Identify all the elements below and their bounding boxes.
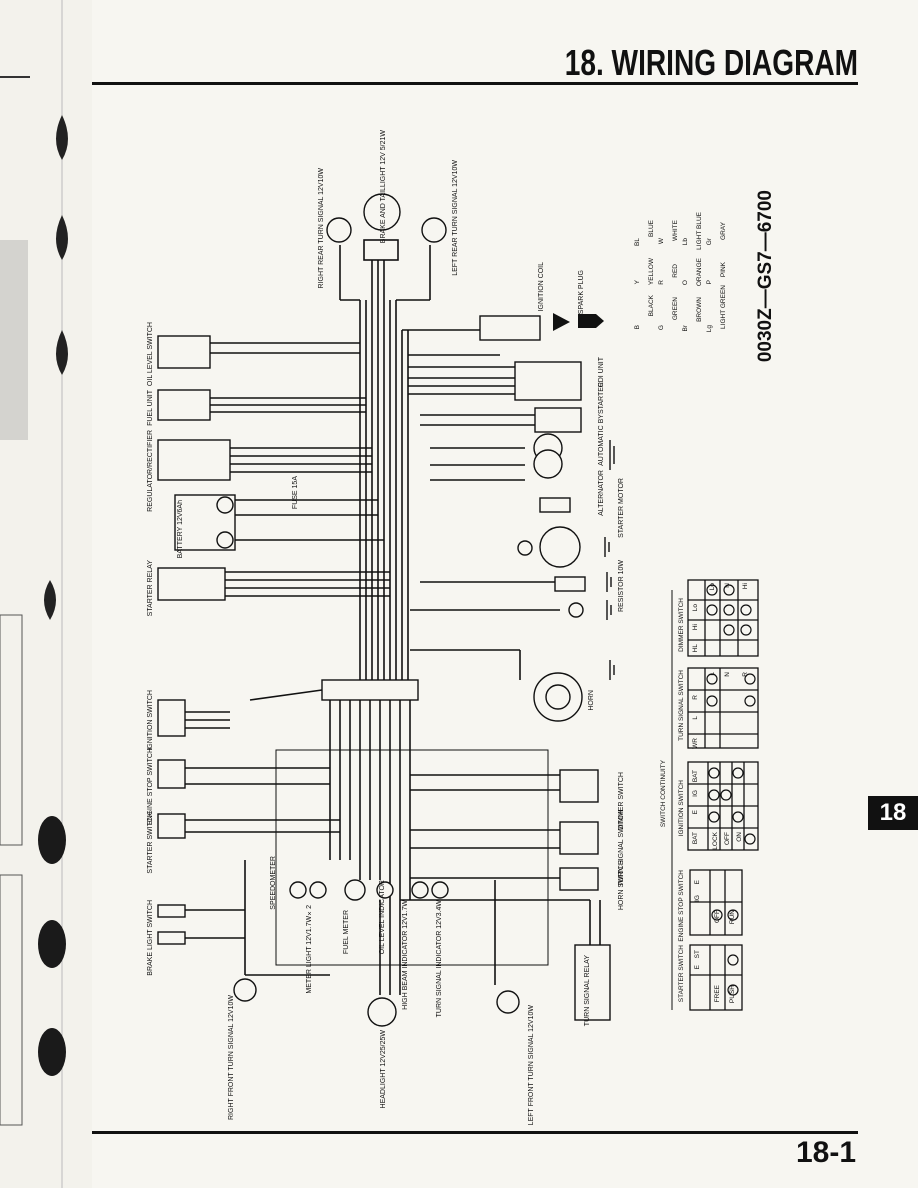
legend-code: G — [658, 325, 665, 331]
legend-code: P — [706, 280, 713, 285]
label-fuel-unit: FUEL UNIT — [147, 390, 154, 426]
turn-signal-col: L — [692, 716, 699, 720]
legend-code: Lg — [706, 325, 713, 333]
legend-code: Gr — [706, 238, 713, 246]
label-regulator: REGULATOR/RECTIFIER — [147, 430, 154, 512]
legend-name: BROWN — [696, 297, 703, 322]
turn-signal-row: R — [742, 672, 749, 677]
engine-stop-row: OFF — [714, 910, 721, 923]
label-resistor: RESISTOR 10W — [618, 560, 625, 612]
dimmer-col: Hi — [692, 624, 699, 631]
turn-signal-col: WR — [692, 738, 699, 749]
legend-name: BLACK — [648, 295, 655, 317]
section-tab[interactable]: 18 — [868, 796, 918, 830]
legend-code: BL — [634, 238, 641, 246]
label-horn-switch: HORN SWITCH — [618, 860, 625, 911]
legend-code: W — [658, 238, 665, 245]
legend-code: Br — [682, 325, 689, 332]
legend-name: GRAY — [720, 222, 727, 240]
label-battery: BATTERY 12V6Ah — [177, 500, 184, 559]
label-fuse: FUSE 15A — [292, 476, 299, 510]
starter-switch-title: STARTER SWITCH — [678, 945, 685, 1003]
ignition-col: BAT — [692, 832, 699, 845]
legend-code: R — [658, 280, 665, 285]
dimmer-switch-title: DIMMER SWITCH — [678, 598, 685, 652]
ignition-col: IG — [692, 790, 699, 797]
legend-name: BLUE — [648, 220, 655, 237]
label-alternator: ALTERNATOR — [598, 470, 605, 516]
legend-name: LIGHT GREEN — [720, 285, 727, 329]
dimmer-col: HL — [692, 644, 699, 653]
starter-row: PUSH — [729, 985, 736, 1004]
label-horn: HORN — [588, 690, 595, 711]
engine-stop-col: E — [694, 880, 701, 885]
legend-code: Y — [634, 280, 641, 285]
binding-margin — [0, 0, 92, 1188]
label-oil-level-indicator: OIL LEVEL INDICATOR — [379, 880, 386, 955]
dimmer-row: N — [724, 583, 731, 588]
ignition-row: ON — [736, 832, 743, 842]
page-number: 18-1 — [795, 1136, 856, 1169]
legend-name: GREEN — [672, 297, 679, 321]
legend-code: B — [634, 325, 641, 330]
legend-name: RED — [672, 264, 679, 278]
page-title: 18. WIRING DIAGRAM — [564, 42, 858, 83]
label-left-front-turn: LEFT FRONT TURN SIGNAL 12V10W — [528, 1005, 535, 1126]
turn-signal-switch-title: TURN SIGNAL SWITCH — [678, 670, 685, 741]
dimmer-col: Lo — [692, 604, 699, 612]
ignition-switch-title: IGNITION SWITCH — [678, 780, 685, 837]
engine-stop-col: IG — [694, 895, 701, 902]
label-spark-plug: SPARK PLUG — [578, 270, 585, 315]
turn-signal-row: L — [709, 672, 716, 676]
label-starter-switch: STARTER SWITCH — [147, 812, 154, 874]
footer-rule — [92, 1131, 858, 1134]
label-brake-tail: BRAKE AND TAILLIGHT 12V 5/21W — [380, 130, 387, 244]
label-turn-relay: TURN SIGNAL RELAY — [584, 955, 591, 1027]
starter-col: E — [694, 965, 701, 970]
label-auto-bystarter: AUTOMATIC BYSTARTER — [598, 382, 605, 466]
turn-signal-col: R — [692, 695, 699, 700]
turn-signal-row: N — [724, 672, 731, 677]
engine-stop-row: RUN — [729, 910, 736, 925]
legend-code: O — [682, 280, 689, 286]
ignition-row: LOCK — [712, 832, 719, 850]
starter-row: FREE — [714, 985, 721, 1003]
engine-stop-switch-title: ENGINE STOP SWITCH — [678, 870, 685, 942]
legend-name: PINK — [720, 262, 727, 278]
label-fuel-meter: FUEL METER — [343, 910, 350, 955]
part-number: 0030Z—GS7—6700 — [755, 190, 776, 363]
header-rule — [92, 82, 858, 85]
starter-col: ST — [694, 950, 701, 959]
label-right-rear-turn: RIGHT REAR TURN SIGNAL 12V10W — [318, 168, 325, 289]
ignition-col: BAT — [692, 770, 699, 783]
label-headlight: HEADLIGHT 12V25/25W — [380, 1030, 387, 1109]
label-meter-light: METER LIGHT 12V1.7W×2 — [306, 905, 313, 994]
ignition-row: OFF — [724, 832, 731, 845]
label-starter-relay: STARTER RELAY — [147, 560, 154, 617]
dimmer-row: Hi — [742, 583, 749, 590]
label-brake-light-switch: BRAKE LIGHT SWITCH — [147, 900, 154, 976]
label-ignition-coil: IGNITION COIL — [538, 262, 545, 312]
label-high-beam-indicator: HIGH BEAM INDICATOR 12V1.7W — [402, 900, 409, 1010]
label-ignition-switch: IGNITION SWITCH — [147, 690, 154, 751]
label-right-front-turn: RIGHT FRONT TURN SIGNAL 12V10W — [228, 995, 235, 1120]
label-starter-motor: STARTER MOTOR — [618, 478, 625, 538]
label-oil-level-switch: OIL LEVEL SWITCH — [147, 322, 154, 387]
switch-continuity-title: SWITCH CONTINUITY — [660, 760, 667, 828]
dimmer-row: Lo — [709, 583, 716, 591]
legend-code: Lb — [682, 238, 689, 246]
label-turn-indicator: TURN SIGNAL INDICATOR 12V3.4W — [436, 900, 443, 1018]
label-speedometer: SPEEDOMETER — [270, 856, 277, 910]
label-left-rear-turn: LEFT REAR TURN SIGNAL 12V10W — [452, 160, 459, 276]
ignition-col: E — [692, 810, 699, 815]
